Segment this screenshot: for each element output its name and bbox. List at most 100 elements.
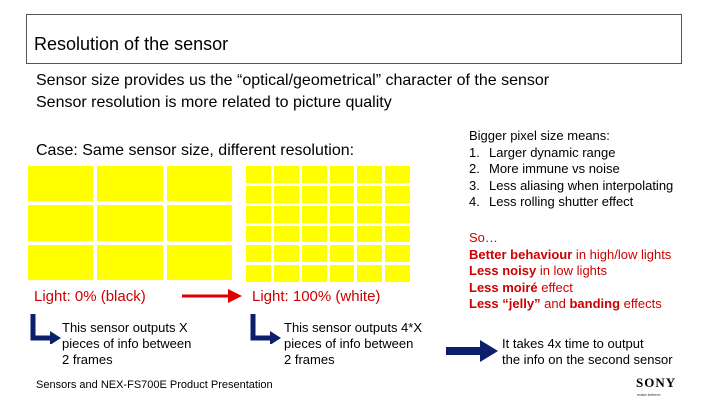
pixel <box>301 166 327 183</box>
pixel <box>246 265 271 282</box>
so-text: effect <box>537 279 573 295</box>
output-left-line: This sensor outputs X <box>62 320 188 335</box>
so-text: effects <box>620 296 662 311</box>
so-line: Less “jelly” and banding effects <box>469 296 671 313</box>
list-item: 2. More immune vs noise <box>469 161 673 178</box>
sensor-high-res <box>246 166 410 282</box>
pixel <box>273 225 299 243</box>
light-black-label: Light: 0% (black) <box>34 288 146 305</box>
pixel <box>357 185 383 203</box>
bigger-pixel-heading: Bigger pixel size means: <box>469 128 610 143</box>
pixel <box>273 245 299 263</box>
list-text: Less aliasing when interpolating <box>489 177 674 193</box>
list-text: More immune vs noise <box>489 161 620 176</box>
bent-arrow-icon <box>250 314 281 344</box>
pixel <box>301 265 327 282</box>
pixel <box>385 265 410 282</box>
light-white-label: Light: 100% (white) <box>252 288 381 305</box>
so-bold: Less <box>469 279 503 295</box>
pixel <box>246 185 271 203</box>
so-bold: Better behaviour <box>469 246 573 262</box>
pixel <box>385 205 410 223</box>
so-line: Better behaviour in high/low lights <box>469 247 671 264</box>
pixel <box>357 225 383 243</box>
so-text: and <box>540 296 570 311</box>
so-bold: Less <box>469 296 503 311</box>
pixel <box>28 244 94 280</box>
pixel <box>357 265 383 282</box>
sony-tagline: make.believe <box>637 392 661 397</box>
list-number: 3. <box>469 177 480 193</box>
pixel <box>246 225 271 243</box>
list-number: 1. <box>469 144 480 160</box>
pixel <box>385 185 410 203</box>
list-number: 2. <box>469 161 480 176</box>
footer-text: Sensors and NEX-FS700E Product Presentat… <box>36 379 273 391</box>
intro-line-1: Sensor size provides us the “optical/geo… <box>36 72 550 89</box>
pixel <box>273 205 299 223</box>
sony-logo: SONY <box>636 375 677 390</box>
takes-time-text: It takes 4x time to output the info on t… <box>502 336 673 368</box>
pixel <box>329 225 355 243</box>
pixel <box>166 244 232 280</box>
pixel <box>301 205 327 223</box>
list-item: 1. Larger dynamic range <box>469 145 673 162</box>
red-arrow-icon <box>182 289 242 303</box>
pixel <box>97 244 163 280</box>
pixel <box>329 265 355 282</box>
pixel <box>246 205 271 223</box>
so-line: Less noisy in low lights <box>469 263 671 280</box>
takes-time-line: It takes 4x time to output <box>502 336 644 351</box>
pixel <box>357 245 383 263</box>
so-summary: So… Better behaviour in high/low lights … <box>469 230 671 313</box>
pixel <box>273 166 299 183</box>
so-line: Less moiré effect <box>469 280 671 297</box>
pixel <box>385 245 410 263</box>
list-text: Larger dynamic range <box>489 144 616 160</box>
bigger-pixel-list: Bigger pixel size means: 1. Larger dynami… <box>469 128 673 211</box>
so-text: in low lights <box>536 263 608 278</box>
pixel <box>166 166 232 202</box>
pixel <box>273 185 299 203</box>
list-text: Less rolling shutter effect <box>489 194 634 209</box>
so-line: So… <box>469 230 498 245</box>
pixel <box>357 166 383 183</box>
pixel <box>246 245 271 263</box>
so-bold: “jelly” <box>502 296 541 311</box>
output-right: This sensor outputs 4*X pieces of info b… <box>284 320 422 368</box>
sensor-low-res <box>28 166 232 280</box>
pixel <box>385 166 410 183</box>
pixel <box>357 205 383 223</box>
pixel <box>28 166 94 202</box>
bent-arrow-icon <box>30 314 61 344</box>
pixel <box>273 265 299 282</box>
so-bold: moiré <box>502 279 538 295</box>
pixel <box>28 205 94 241</box>
slide-title: Resolution of the sensor <box>34 34 229 54</box>
pixel <box>329 166 355 183</box>
pixel <box>329 245 355 263</box>
output-left-line: pieces of info between <box>62 336 192 351</box>
output-left-line: 2 frames <box>62 352 113 367</box>
case-label: Case: Same sensor size, different resolu… <box>36 142 355 159</box>
list-item: 3. Less aliasing when interpolating <box>469 178 673 195</box>
so-text: in high/low lights <box>572 246 672 262</box>
pixel <box>246 166 271 183</box>
so-bold: banding <box>569 296 621 311</box>
pixel <box>97 166 163 202</box>
list-item: 4. Less rolling shutter effect <box>469 194 673 211</box>
pixel <box>301 185 327 203</box>
output-left: This sensor outputs X pieces of info bet… <box>62 320 191 368</box>
blue-arrow-icon <box>446 340 498 362</box>
pixel <box>97 205 163 241</box>
pixel <box>329 205 355 223</box>
pixel <box>301 225 327 243</box>
output-right-line: pieces of info between <box>284 336 414 351</box>
output-right-line: This sensor outputs 4*X <box>284 320 423 335</box>
pixel <box>385 225 410 243</box>
title-frame <box>26 14 682 64</box>
output-right-line: 2 frames <box>284 352 335 367</box>
list-number: 4. <box>469 194 480 209</box>
pixel <box>301 245 327 263</box>
so-bold: Less noisy <box>469 263 537 278</box>
